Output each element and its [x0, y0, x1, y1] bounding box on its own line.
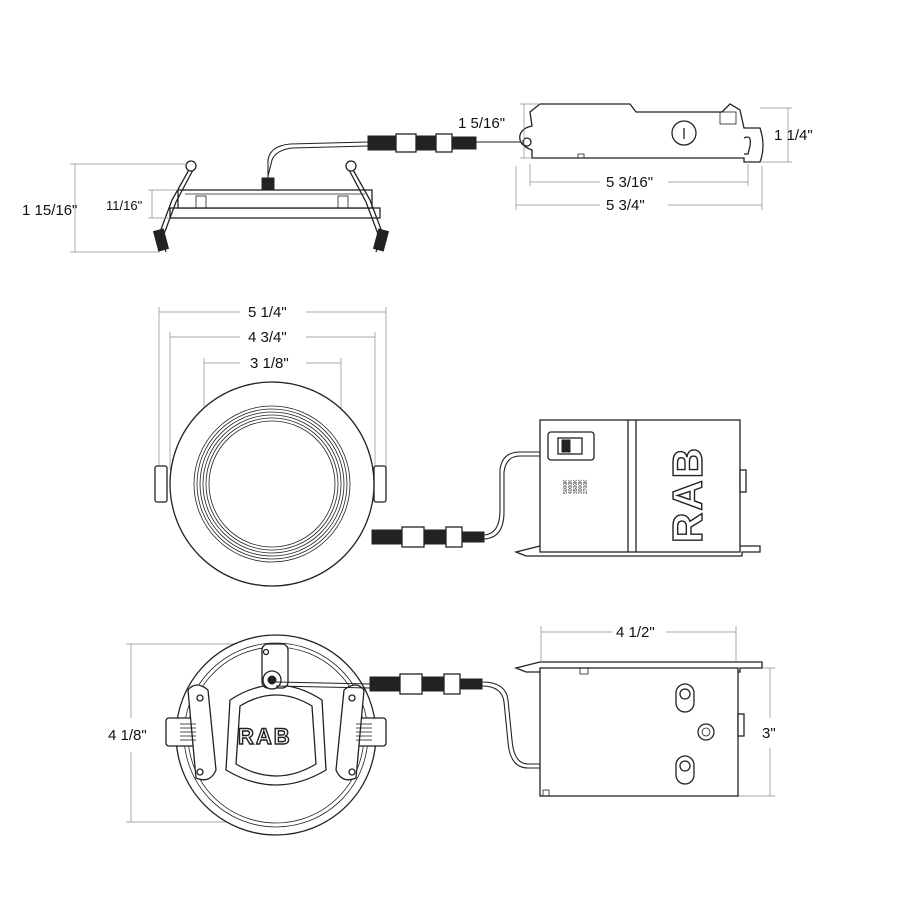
front-view-fixture: [154, 381, 387, 587]
cct-option-3: 3500K: [573, 479, 579, 494]
housing-logo: RAB: [238, 724, 292, 749]
cct-option-5: 2700K: [583, 479, 589, 494]
cct-option-2: 4000K: [568, 479, 574, 494]
driver-box-logo: RAB: [664, 446, 711, 543]
dim-box-depth: 1 1/4": [774, 127, 813, 144]
front-view-cable: [371, 451, 540, 548]
cct-selector-labels: 5000K 4000K 3500K 3000K 2700K: [563, 479, 589, 494]
back-view-driver-box: [513, 661, 763, 797]
cct-option-4: 3000K: [578, 479, 584, 494]
dim-box-inner-length: 5 3/16": [606, 174, 653, 191]
dim-overall-height: 1 15/16": [22, 202, 77, 219]
dim-aperture-diameter: 3 1/8": [250, 355, 289, 372]
side-view-fixture: [152, 160, 390, 253]
front-view-driver-box: RAB: [513, 419, 761, 557]
dim-back-height: 4 1/8": [108, 727, 147, 744]
back-view: 4 1/8" 4 1/2" 3": [108, 624, 776, 836]
cct-option-1: 5000K: [563, 479, 569, 494]
dim-overall-diameter: 5 1/4": [248, 304, 287, 321]
side-view-cable: [267, 133, 525, 178]
dim-box-height-back: 3": [762, 725, 776, 742]
front-view: 5 1/4" 4 3/4" 3 1/8": [154, 304, 761, 587]
dim-flange-height: 11/16": [106, 198, 143, 213]
side-view-dimensions: [70, 103, 792, 253]
dim-box-height: 1 5/16": [458, 115, 505, 132]
dim-box-outer-length: 5 3/4": [606, 197, 645, 214]
dim-trim-diameter: 4 3/4": [248, 329, 287, 346]
dim-box-width: 4 1/2": [616, 624, 655, 641]
side-view: 1 15/16" 11/16" 1 5/16" 1 1/4" 5 3/16" 5…: [22, 103, 813, 253]
side-view-driver-box: [519, 103, 764, 163]
front-view-dimensions: [158, 307, 387, 470]
back-view-fixture: RAB: [165, 634, 387, 836]
